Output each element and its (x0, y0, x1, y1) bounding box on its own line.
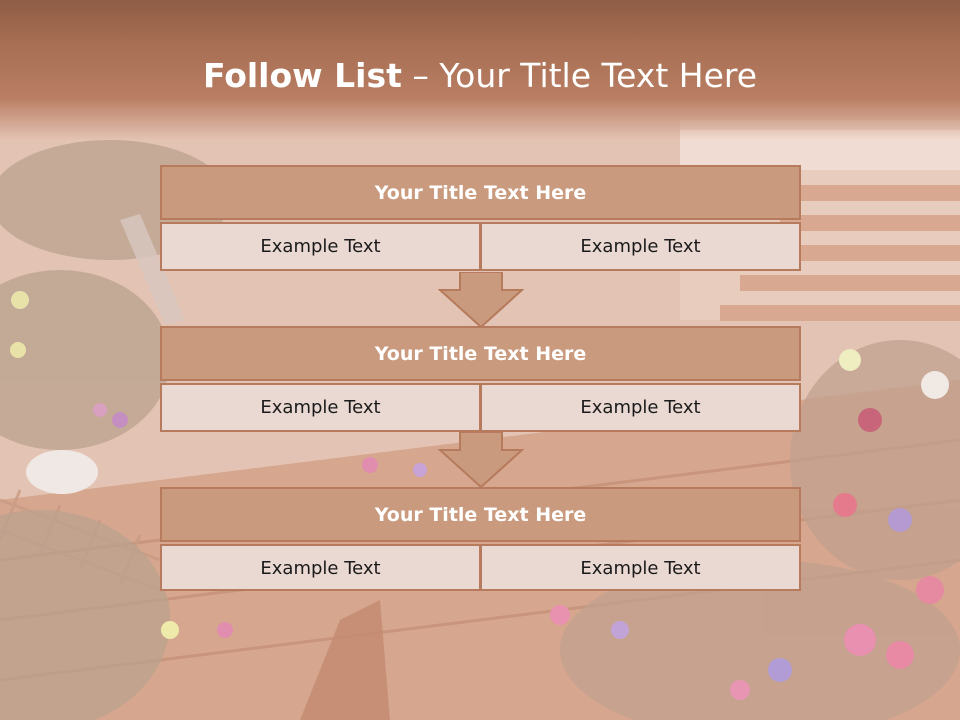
down-arrow-icon-2 (438, 432, 524, 488)
block-1-right-cell: Example Text (480, 222, 801, 271)
block-2-right-cell: Example Text (480, 383, 801, 432)
list-block-2: Your Title Text Here Example Text Exampl… (160, 326, 801, 432)
list-block-3: Your Title Text Here Example Text Exampl… (160, 487, 801, 593)
slide-title-rest: – Your Title Text Here (401, 56, 758, 95)
list-block-1: Your Title Text Here Example Text Exampl… (160, 165, 801, 271)
slide-title: Follow List – Your Title Text Here (0, 52, 960, 100)
block-3-header: Your Title Text Here (160, 487, 801, 542)
block-2-header: Your Title Text Here (160, 326, 801, 381)
title-band (0, 0, 960, 140)
block-1-left-cell: Example Text (160, 222, 481, 271)
block-1-header: Your Title Text Here (160, 165, 801, 220)
block-3-right-cell: Example Text (480, 544, 801, 591)
slide-title-bold: Follow List (202, 56, 402, 95)
block-2-left-cell: Example Text (160, 383, 481, 432)
down-arrow-icon-1 (438, 272, 524, 328)
block-3-left-cell: Example Text (160, 544, 481, 591)
